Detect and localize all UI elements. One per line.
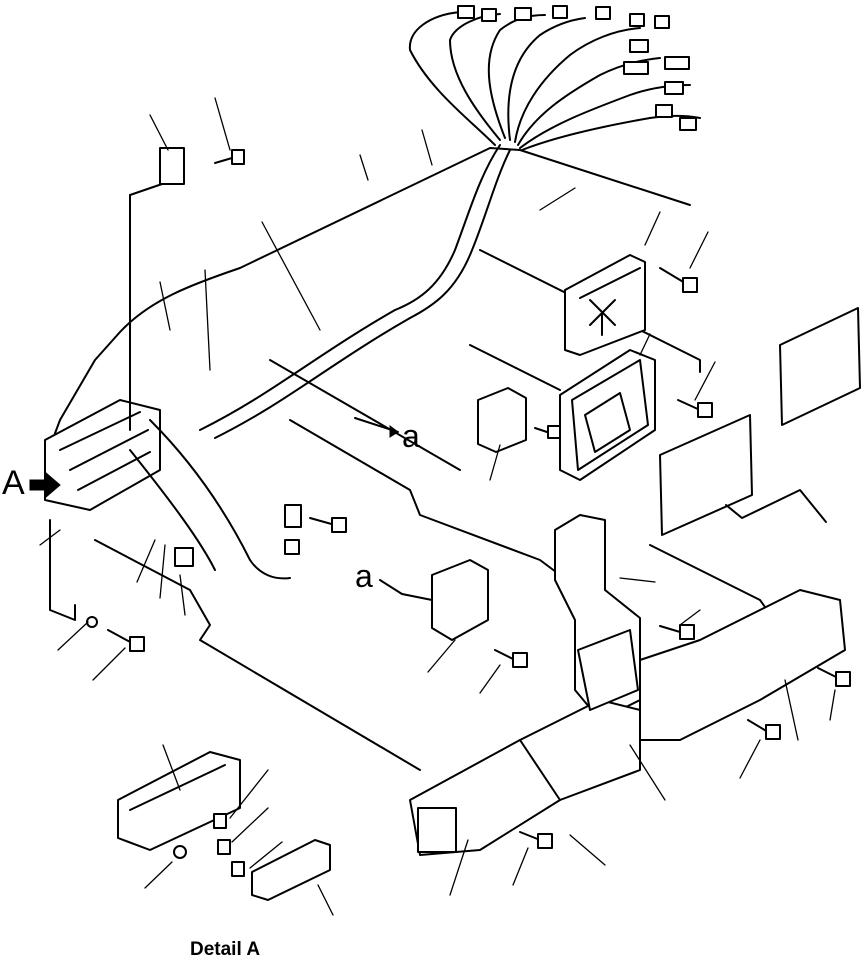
connection-a-callout-upper: a (402, 418, 420, 454)
detail-a-fuse-box (117, 751, 331, 901)
relay-icon (431, 559, 489, 641)
washer (86, 616, 98, 628)
connector-icon (664, 81, 684, 95)
connector-icon (623, 61, 649, 75)
bolt-icon (519, 831, 553, 849)
connector-icon (514, 7, 532, 21)
bolt-icon (817, 667, 851, 687)
view-a-callout: A (2, 464, 25, 502)
connector-icon (457, 5, 475, 19)
label-sheets (659, 307, 861, 536)
bolt-icon (309, 517, 347, 533)
connector-icon (679, 117, 697, 131)
controller-upper (564, 254, 646, 356)
bolt-icon (747, 719, 781, 740)
left-harness (44, 147, 302, 621)
detail-a-title: Detail A (190, 939, 261, 960)
connector-icon (654, 15, 670, 29)
duct-outlet (417, 807, 457, 853)
fuse (213, 813, 227, 829)
bolt-icon (534, 425, 561, 439)
bolt-icon (107, 629, 145, 652)
air-duct-assembly (409, 514, 846, 856)
bolt-icon (659, 624, 695, 640)
fuse (217, 839, 231, 855)
relay-module (401, 387, 527, 641)
fuse (231, 861, 245, 877)
bolt-icon (659, 267, 698, 293)
connector-icon (629, 13, 645, 27)
fuse-box-icon (117, 751, 241, 851)
bolts (86, 149, 851, 849)
bolt-icon (677, 399, 713, 418)
bolt-icon (494, 649, 528, 668)
connector-icon (664, 56, 690, 70)
connector-icon (481, 8, 497, 22)
bolt-icon (173, 845, 187, 859)
arrow-right-icon (29, 471, 61, 499)
connection-arrows (354, 417, 403, 595)
connector-icon (552, 5, 568, 19)
relay-icon (477, 387, 527, 453)
bolt-icon (214, 149, 245, 165)
connection-a-callout-lower: a (355, 558, 373, 594)
chassis-frame (44, 147, 771, 771)
leader-lines (39, 97, 836, 916)
controller-lower (559, 349, 656, 481)
connector-icon (655, 104, 673, 118)
connector-icon (595, 6, 611, 20)
connector-icon (629, 39, 649, 53)
top-connectors (457, 5, 697, 131)
